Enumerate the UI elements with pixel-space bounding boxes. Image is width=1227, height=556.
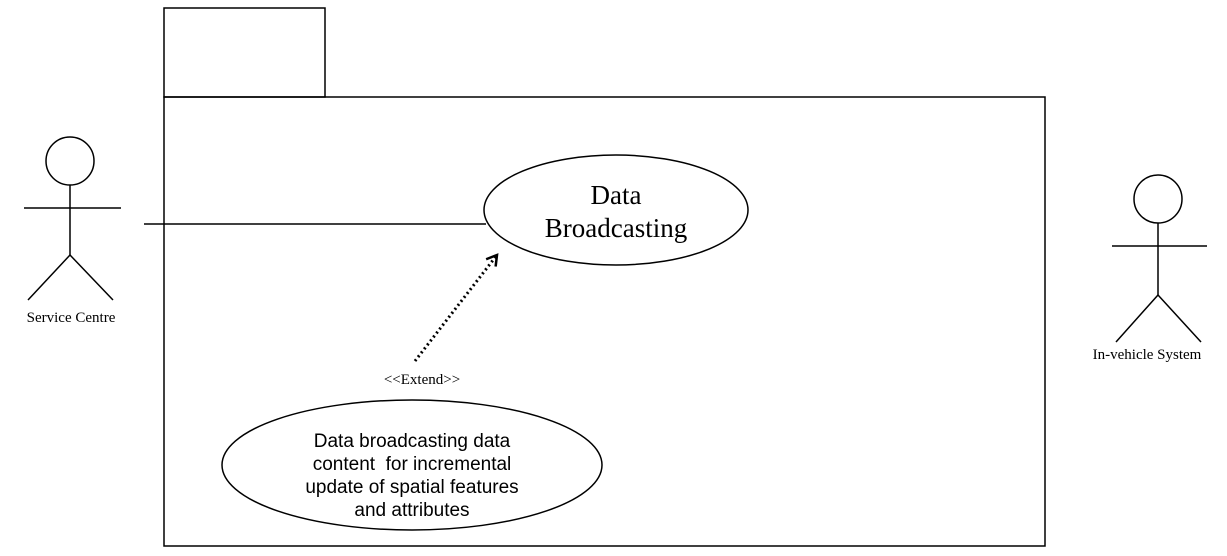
use-case-title-line1: Data xyxy=(591,180,642,210)
extend-arrow xyxy=(413,255,497,362)
use-case-text-line1: Data broadcasting data xyxy=(314,431,511,452)
actor-right-leg xyxy=(69,254,114,301)
use-case-text-line3: update of spatial features xyxy=(305,477,518,498)
use-case-data-broadcasting xyxy=(483,154,749,266)
actor-head xyxy=(1133,174,1183,224)
system-boundary xyxy=(163,96,1046,547)
use-case-incremental-update xyxy=(221,399,603,531)
actor-label-in-vehicle-system: In-vehicle System xyxy=(1093,347,1202,363)
actor-head xyxy=(45,136,95,186)
package-tab xyxy=(163,7,326,98)
actor-service-centre xyxy=(24,136,121,301)
use-case-text-line2: content for incremental xyxy=(313,454,512,475)
use-case-text-line4: and attributes xyxy=(354,500,469,521)
extend-label: <<Extend>> xyxy=(384,372,460,388)
use-case-title-line2: Broadcasting xyxy=(545,213,687,243)
actor-right-leg xyxy=(1157,294,1202,343)
actor-left-leg xyxy=(1115,294,1159,343)
actor-label-service-centre: Service Centre xyxy=(27,310,116,326)
actor-left-leg xyxy=(27,254,71,301)
actor-in-vehicle-system xyxy=(1112,174,1207,343)
